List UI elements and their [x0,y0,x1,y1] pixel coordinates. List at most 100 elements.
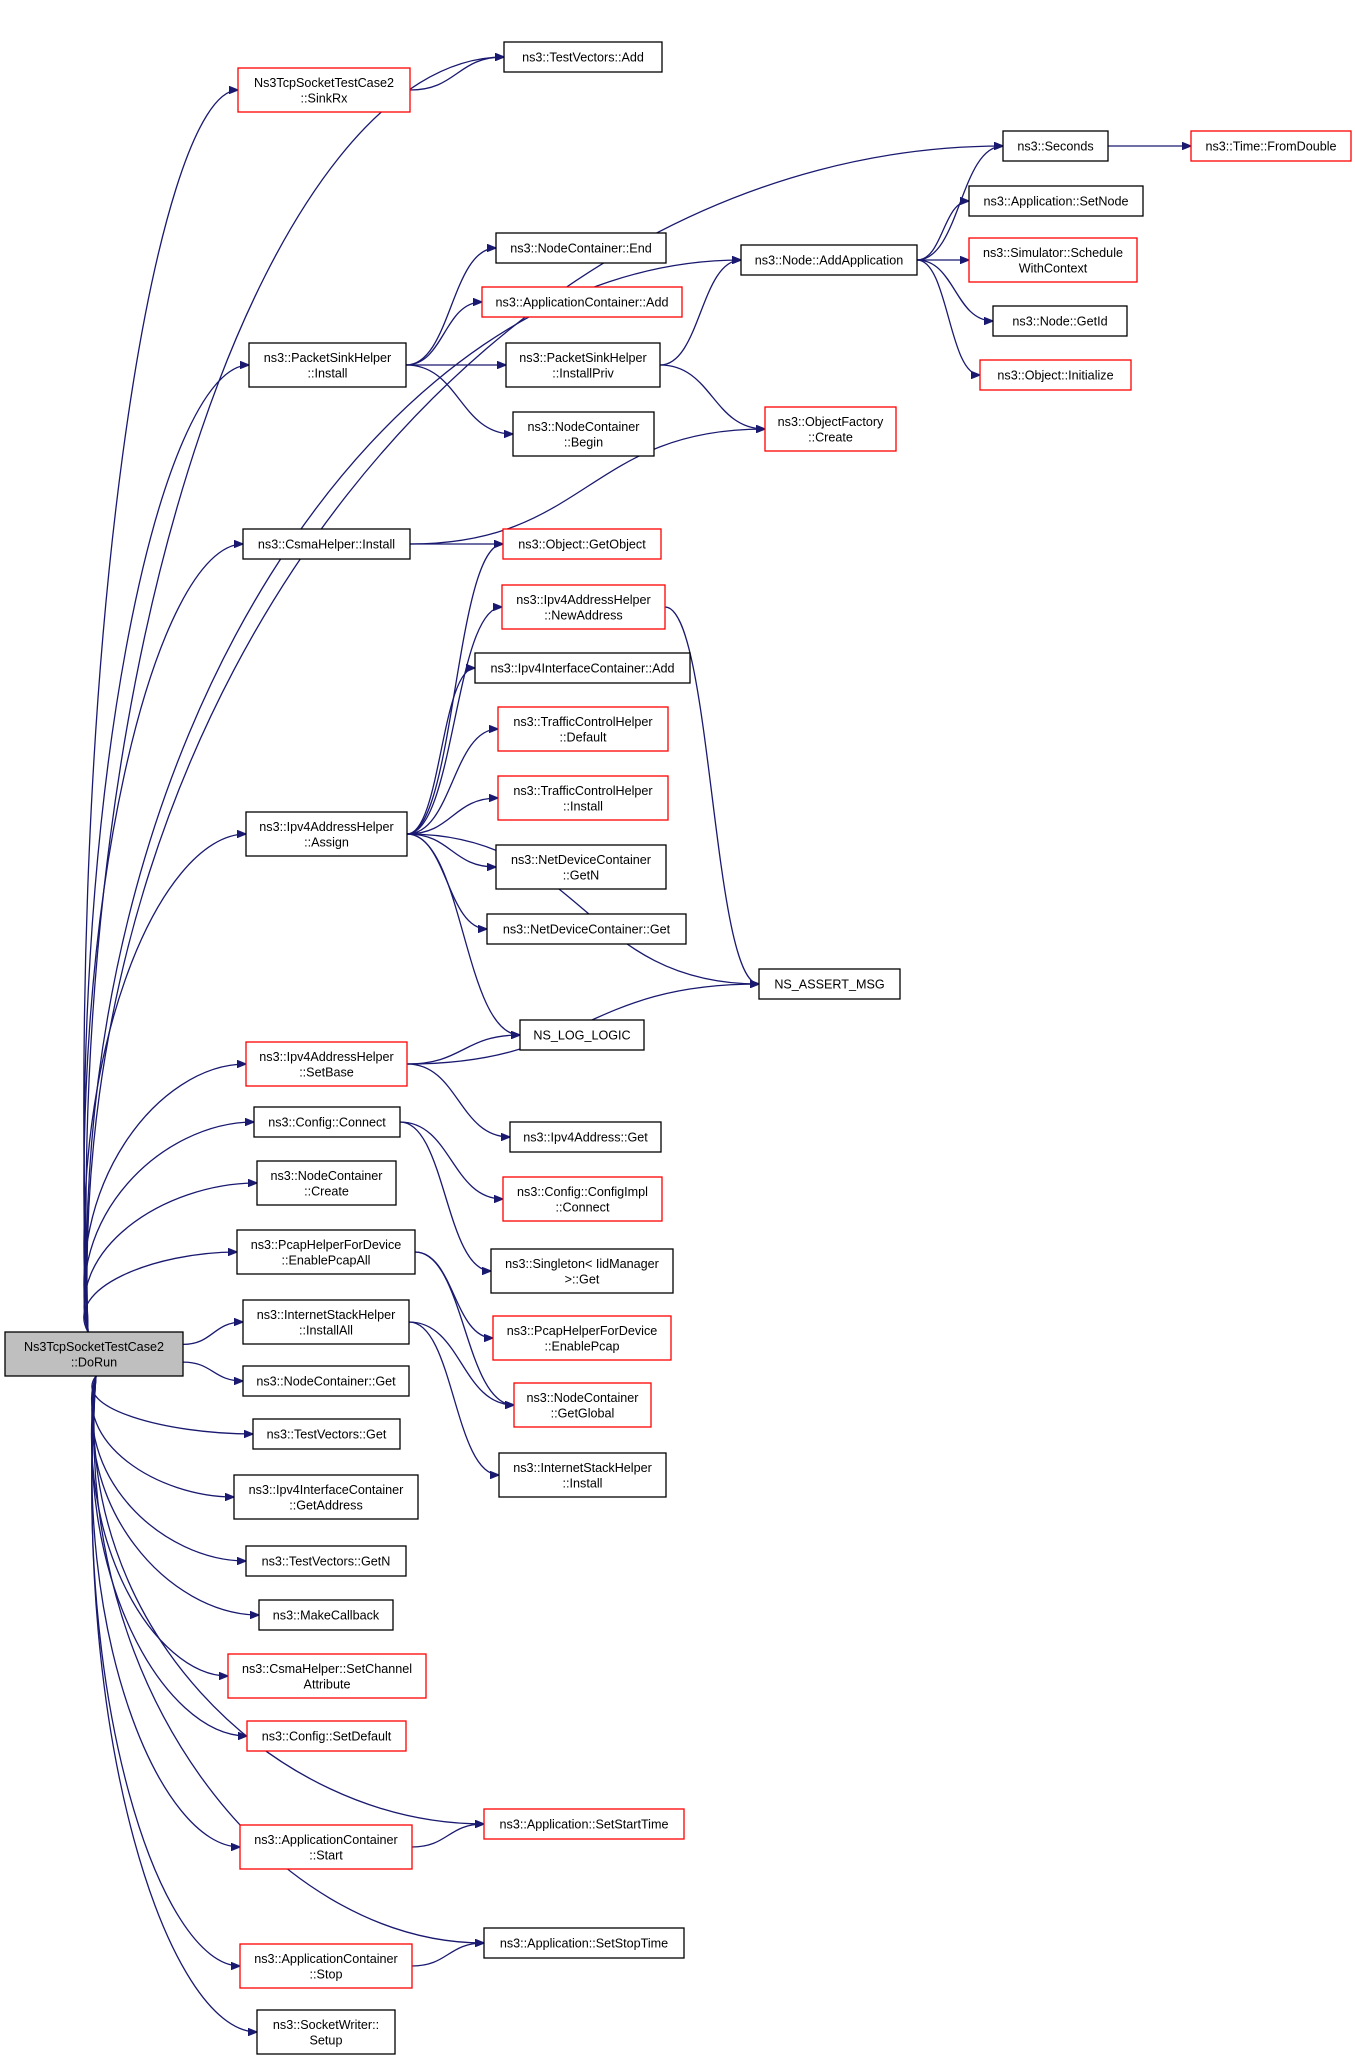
node-ish-installall[interactable]: ns3::InternetStackHelper::InstallAll [242,1299,410,1345]
node-ndc-getn[interactable]: ns3::NetDeviceContainer::GetN [495,844,667,890]
edge-root-to-psh_install [83,365,249,1333]
node-box [1190,130,1352,162]
node-label: ns3::NodeContainer::End [510,242,651,256]
node-box [258,1599,394,1631]
node-ndc-get[interactable]: ns3::NetDeviceContainer::Get [486,913,687,945]
node-seconds[interactable]: ns3::Seconds [1002,130,1109,162]
node-fromdouble[interactable]: ns3::Time::FromDouble [1190,130,1352,162]
edge-ish_installall-to-nc_getglobal [408,1321,514,1405]
node-nc-end[interactable]: ns3::NodeContainer::End [495,232,667,264]
node-ish-install[interactable]: ns3::InternetStackHelper::Install [498,1452,667,1498]
edge-ipv4ah_setbase-to-ns_log [406,1035,520,1065]
node-label: ::InstallAll [299,1323,353,1337]
edge-node_addapp-to-obj_init [916,259,980,375]
node-box [764,406,897,452]
node-label: ns3::CsmaHelper::Install [258,538,395,552]
node-node-addapp[interactable]: ns3::Node::AddApplication [740,244,918,276]
node-obj-getobject[interactable]: ns3::Object::GetObject [502,528,662,560]
node-label: ::Start [309,1848,343,1862]
node-label: ns3::Application::SetStopTime [500,1937,668,1951]
node-nc-get[interactable]: ns3::NodeContainer::Get [242,1365,410,1397]
node-cfg-setdefault[interactable]: ns3::Config::SetDefault [246,1720,407,1752]
node-label: ns3::InternetStackHelper [257,1308,396,1322]
node-box [740,244,918,276]
node-box [245,1545,407,1577]
edge-psh_installpriv-to-of_create [659,364,765,429]
node-tv-getn[interactable]: ns3::TestVectors::GetN [245,1545,407,1577]
node-tv-get[interactable]: ns3::TestVectors::Get [252,1418,401,1450]
node-sinkrx[interactable]: Ns3TcpSocketTestCase2::SinkRx [237,67,411,113]
node-pcap-enable[interactable]: ns3::PcapHelperForDevice::EnablePcap [492,1315,672,1361]
edge-ipv4ah_assign-to-ns_log [406,833,520,1035]
node-root[interactable]: Ns3TcpSocketTestCase2::DoRun [4,1331,184,1377]
node-label: ::Begin [564,435,603,449]
edge-csma_install-to-of_create [409,429,765,545]
node-label: ::GetGlobal [551,1406,615,1420]
node-cfgimpl-connect[interactable]: ns3::Config::ConfigImpl::Connect [502,1176,663,1222]
node-label: ::Assign [304,835,349,849]
edge-ipv4ah_assign-to-ipv4ic_add [406,668,475,835]
node-box [519,1019,645,1051]
node-singleton-get[interactable]: ns3::Singleton< IidManager>::Get [490,1248,674,1294]
edge-appc_start-to-app_setstart [411,1824,484,1848]
node-app-setstop[interactable]: ns3::Application::SetStopTime [483,1927,685,1959]
edge-root-to-sinkrx [83,90,238,1333]
node-box [246,1720,407,1752]
edge-ipv4ah_newaddr-to-ns_assert [664,606,759,984]
node-psh-install[interactable]: ns3::PacketSinkHelper::Install [248,342,407,388]
node-box [253,1106,401,1138]
node-nc-begin[interactable]: ns3::NodeContainer::Begin [512,411,655,457]
node-psh-installpriv[interactable]: ns3::PacketSinkHelper::InstallPriv [505,342,661,388]
edge-ipv4ah_assign-to-ns_assert [406,833,759,984]
node-socketwriter[interactable]: ns3::SocketWriter::Setup [256,2009,396,2055]
node-csma-install[interactable]: ns3::CsmaHelper::Install [242,528,411,560]
node-label: ns3::Application::SetStartTime [500,1818,669,1832]
edge-root-to-csma_setchattr [91,1375,228,1676]
edge-root-to-pcap_enableall [83,1252,237,1333]
edge-psh_installpriv-to-node_addapp [659,260,741,366]
node-makecallback[interactable]: ns3::MakeCallback [258,1599,394,1631]
node-box [509,1121,662,1153]
node-label: ::DoRun [71,1355,117,1369]
node-label: ns3::Object::Initialize [997,369,1113,383]
node-appc-add[interactable]: ns3::ApplicationContainer::Add [481,286,683,318]
node-label: ::GetN [563,868,599,882]
node-ipv4ah-setbase[interactable]: ns3::Ipv4AddressHelper::SetBase [245,1041,408,1087]
node-node-getid[interactable]: ns3::Node::GetId [992,305,1128,337]
node-label: ns3::Object::GetObject [518,538,646,552]
node-label: ns3::Config::ConfigImpl [517,1185,648,1199]
node-box [498,1452,667,1498]
node-ipv4addr-get[interactable]: ns3::Ipv4Address::Get [509,1121,662,1153]
edge-root-to-appc_start [91,1375,240,1847]
node-app-setnode[interactable]: ns3::Application::SetNode [968,185,1144,217]
node-appc-start[interactable]: ns3::ApplicationContainer::Start [239,1824,413,1870]
node-ipv4ah-newaddr[interactable]: ns3::Ipv4AddressHelper::NewAddress [501,584,666,630]
node-label: ::Create [808,430,853,444]
node-label: ns3::ObjectFactory [778,415,884,429]
node-nc-create[interactable]: ns3::NodeContainer::Create [256,1160,397,1206]
node-ns-assert[interactable]: NS_ASSERT_MSG [758,968,901,1000]
node-tv-add[interactable]: ns3::TestVectors::Add [503,41,663,73]
node-cfg-connect[interactable]: ns3::Config::Connect [253,1106,401,1138]
node-label: ns3::Ipv4Address::Get [523,1131,648,1145]
node-ns-log[interactable]: NS_LOG_LOGIC [519,1019,645,1051]
node-obj-init[interactable]: ns3::Object::Initialize [979,359,1132,391]
node-appc-stop[interactable]: ns3::ApplicationContainer::Stop [239,1943,413,1989]
node-tch-default[interactable]: ns3::TrafficControlHelper::Default [497,706,669,752]
node-nc-getglobal[interactable]: ns3::NodeContainer::GetGlobal [513,1382,652,1428]
node-app-setstart[interactable]: ns3::Application::SetStartTime [483,1808,685,1840]
node-ipv4ah-assign[interactable]: ns3::Ipv4AddressHelper::Assign [245,811,408,857]
node-label: ns3::NodeContainer::Get [256,1375,396,1389]
node-ipv4ic-getaddr[interactable]: ns3::Ipv4InterfaceContainer::GetAddress [233,1474,419,1520]
node-box [968,185,1144,217]
node-box [242,1365,410,1397]
node-of-create[interactable]: ns3::ObjectFactory::Create [764,406,897,452]
node-pcap-enableall[interactable]: ns3::PcapHelperForDevice::EnablePcapAll [236,1229,416,1275]
node-label: ::SinkRx [301,91,349,105]
node-tch-install[interactable]: ns3::TrafficControlHelper::Install [497,775,669,821]
node-box [492,1315,672,1361]
node-label: ::Install [308,366,348,380]
node-ipv4ic-add[interactable]: ns3::Ipv4InterfaceContainer::Add [474,652,691,684]
